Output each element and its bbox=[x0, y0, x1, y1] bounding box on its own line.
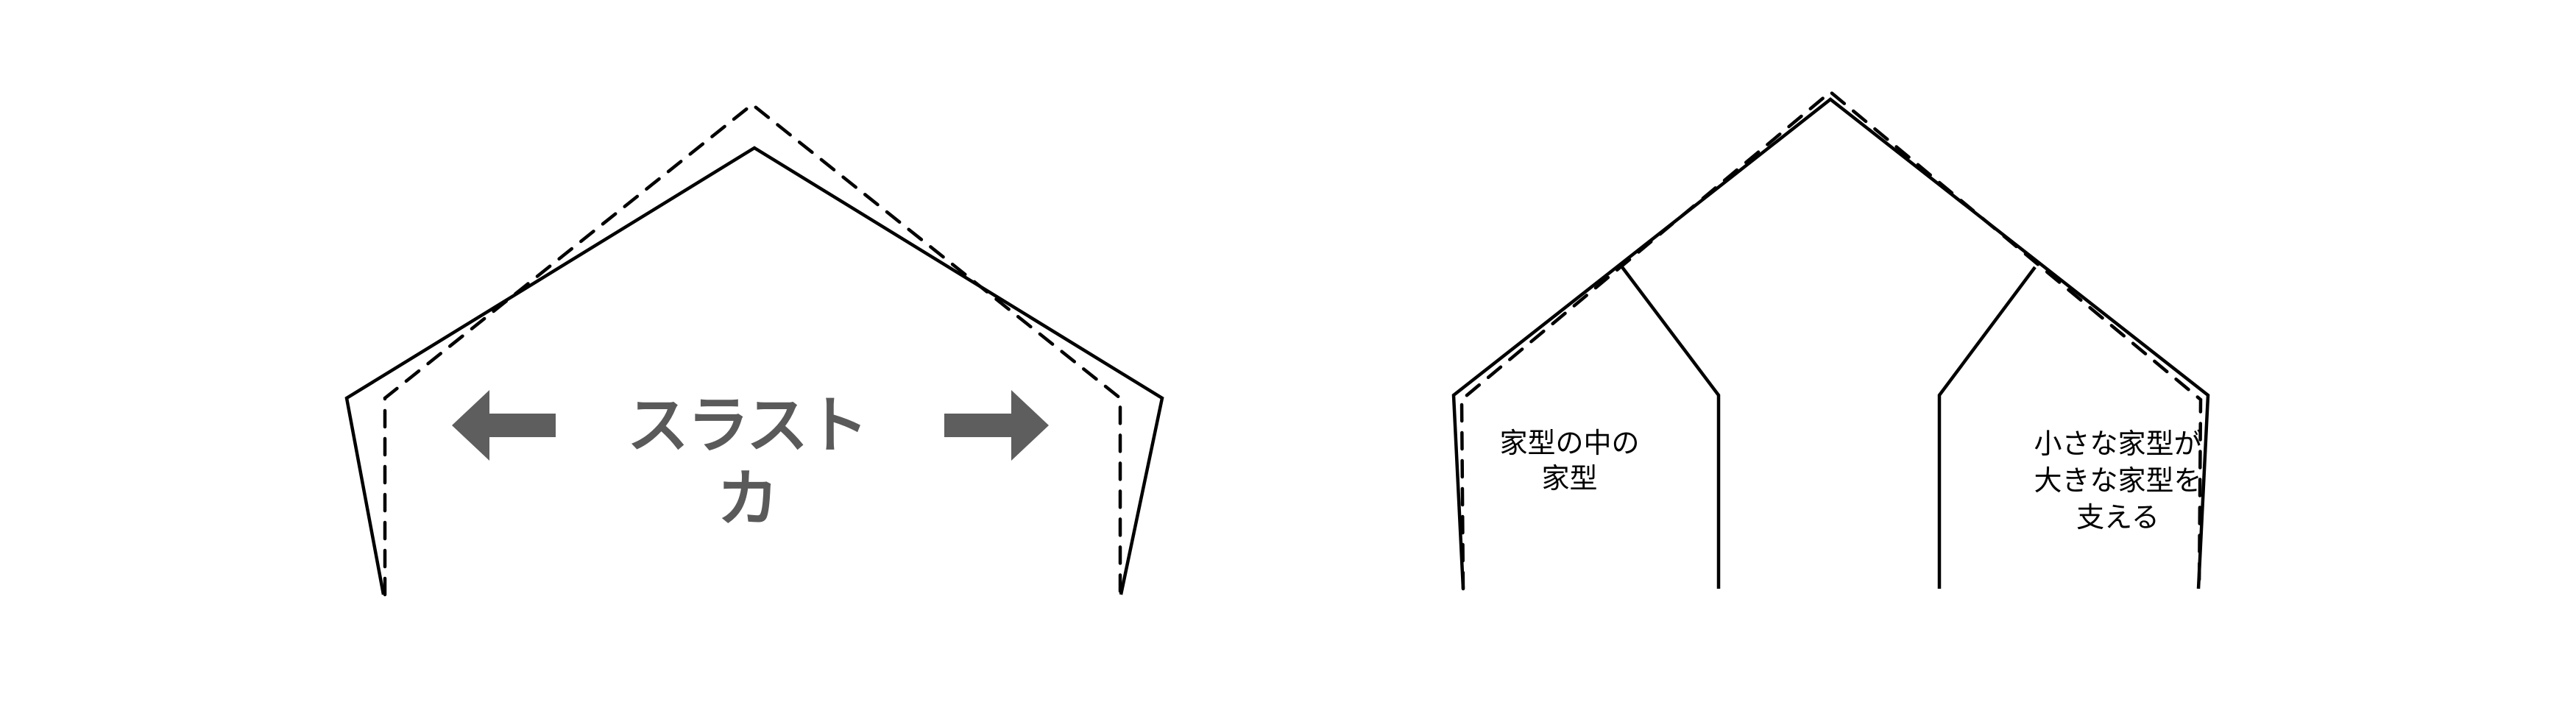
original-outer-dashed-outline bbox=[1459, 90, 2203, 591]
thrust-house-diagram bbox=[344, 102, 1164, 597]
house-in-house-label: 家型の中の 家型 bbox=[1499, 427, 1640, 495]
inner-house-right-outline bbox=[1937, 266, 2037, 589]
deformed-shape-solid-outline bbox=[344, 146, 1164, 595]
outer-house-solid-outline bbox=[1451, 97, 2210, 589]
thrust-force-label: スラストカ bbox=[626, 389, 868, 535]
arrow-right-icon bbox=[944, 390, 1049, 461]
small-house-supports-label: 小さな家型が 大きな家型を 支える bbox=[2034, 428, 2202, 534]
house-in-house-diagram bbox=[1451, 90, 2210, 591]
original-shape-dashed-outline bbox=[383, 102, 1122, 597]
inner-house-left-outline bbox=[1621, 266, 1721, 589]
arrow-left-icon bbox=[452, 390, 556, 461]
